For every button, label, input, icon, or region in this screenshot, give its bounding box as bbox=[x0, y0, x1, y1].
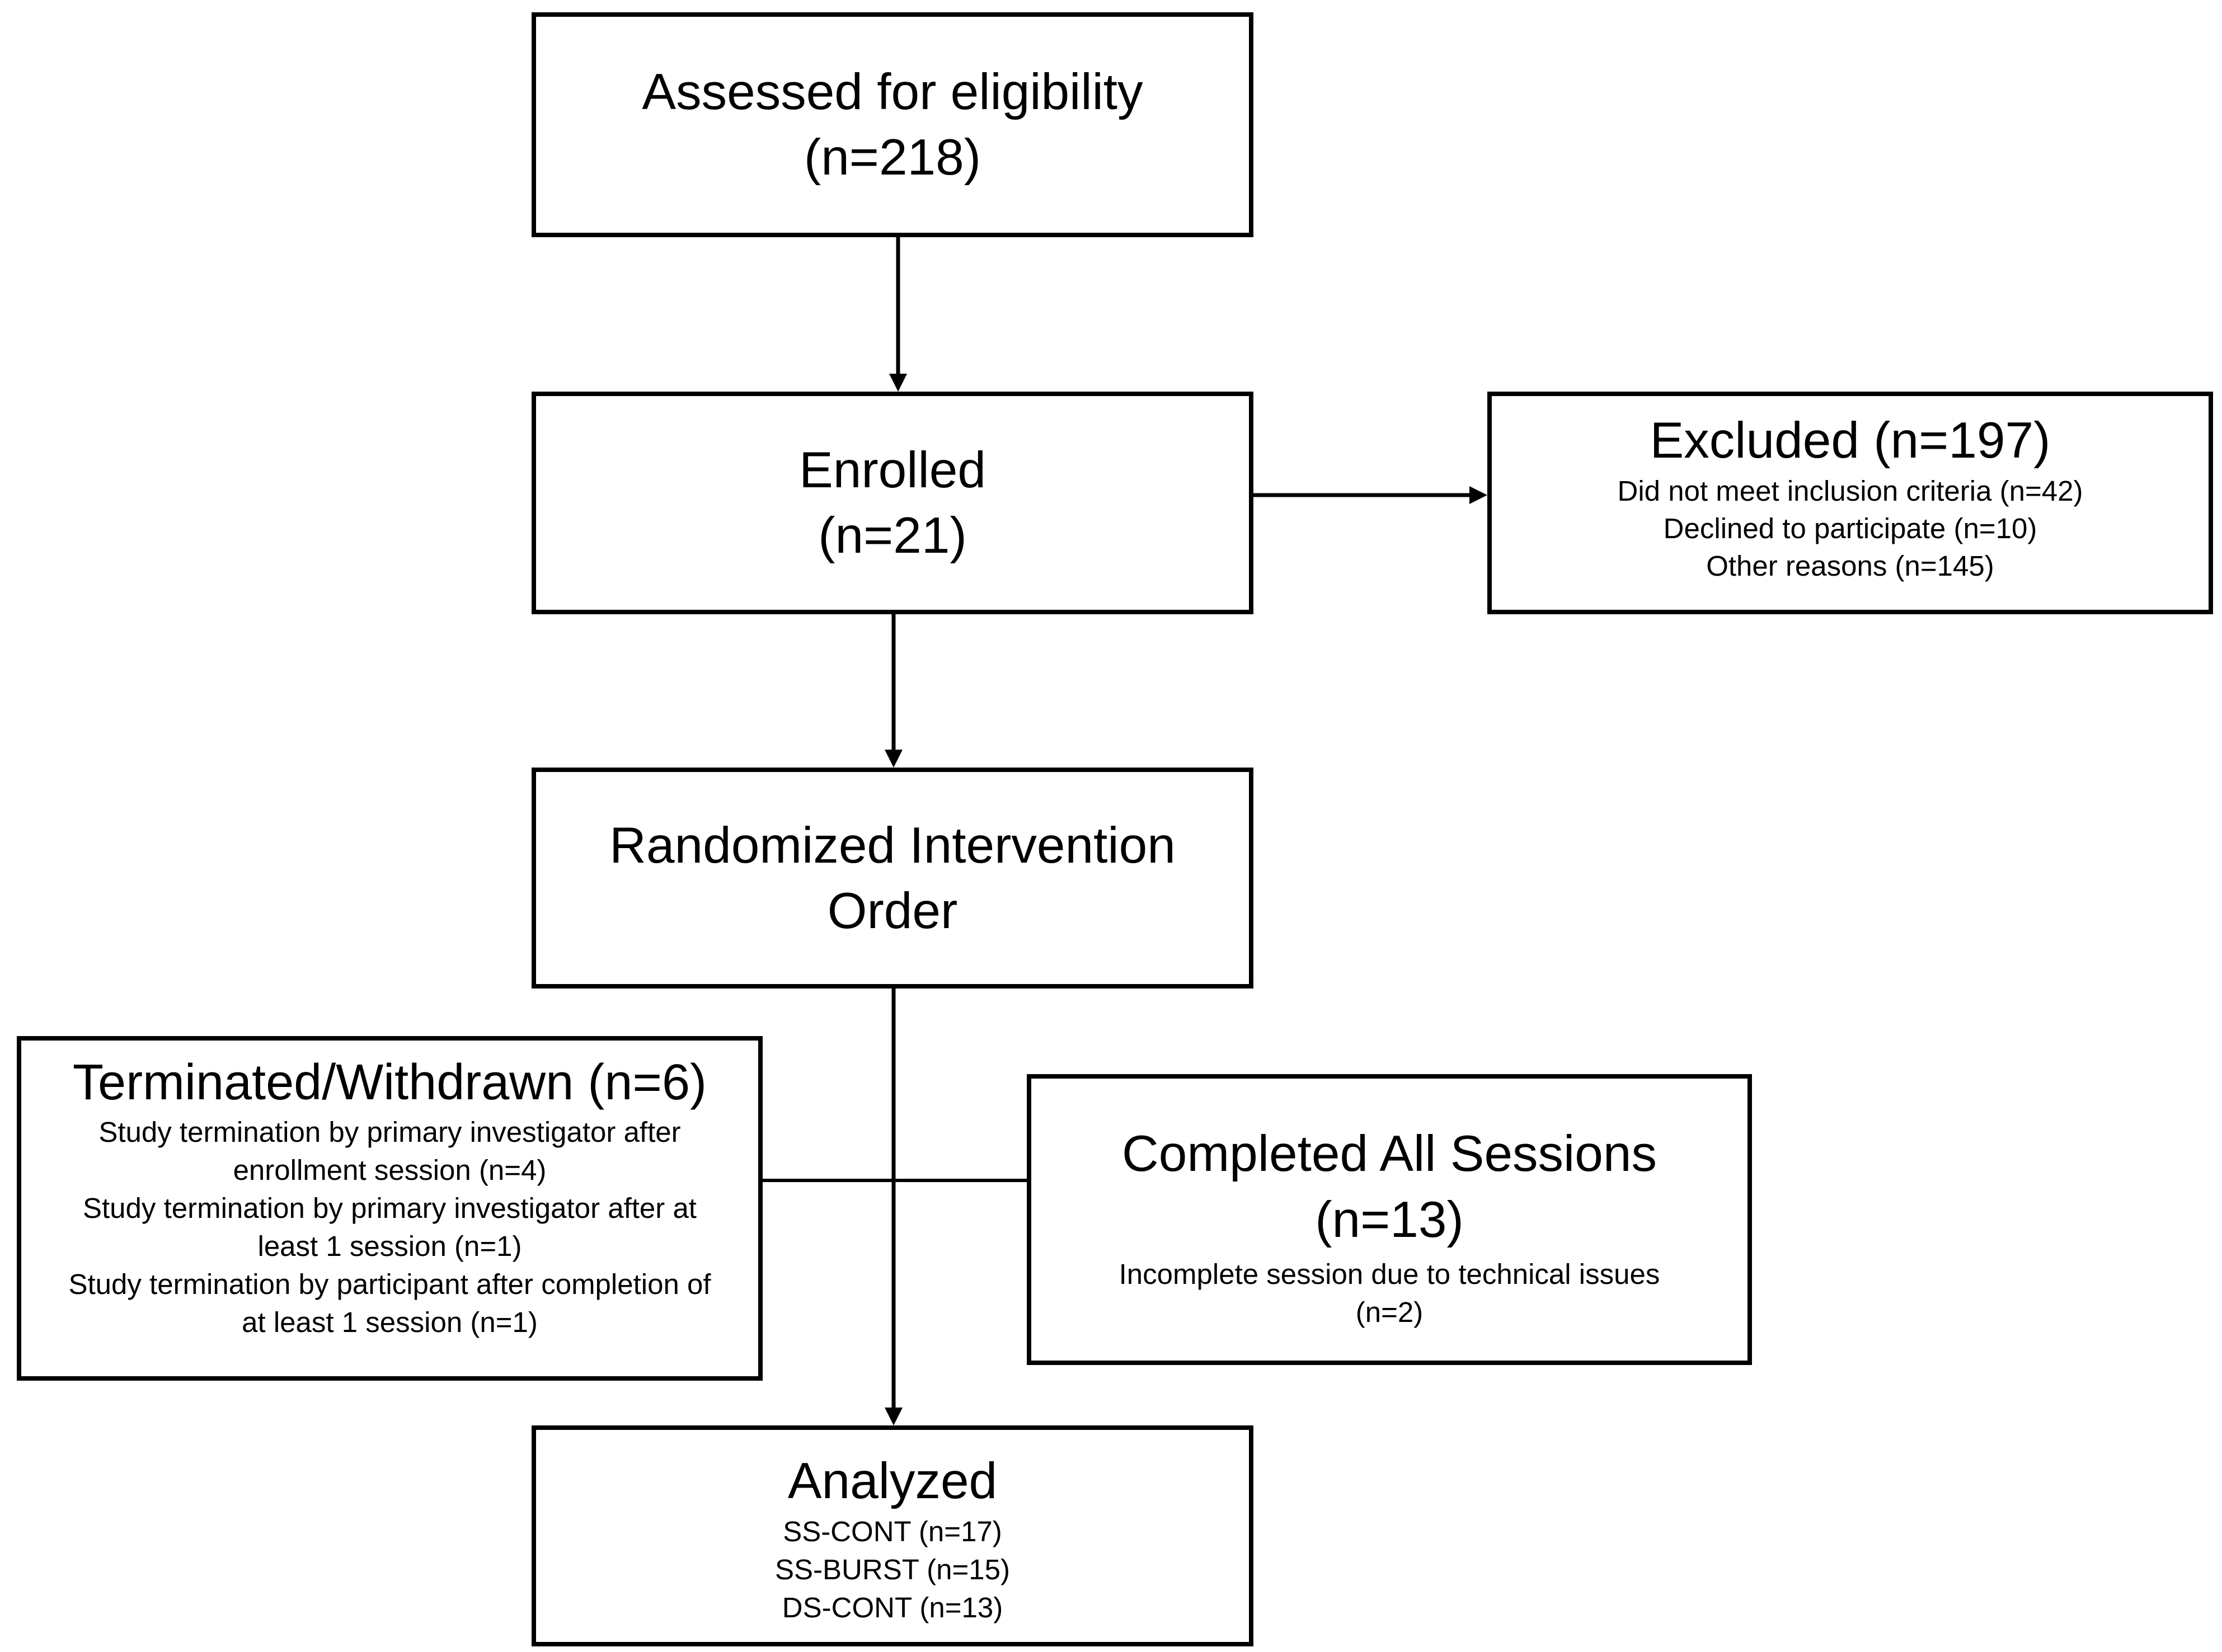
enrolled-title-line-2: (n=21) bbox=[818, 507, 967, 564]
terminated-detail-line-3: Study termination by primary investigato… bbox=[83, 1192, 697, 1224]
arrowhead-excluded bbox=[1469, 486, 1487, 504]
analyzed-detail-ss-cont: SS-CONT (n=17) bbox=[783, 1515, 1002, 1547]
assessed-title: Assessed for eligibility (n=218) bbox=[642, 59, 1143, 190]
completed-details: Incomplete session due to technical issu… bbox=[1119, 1255, 1660, 1331]
excluded-details: Did not meet inclusion criteria (n=42) D… bbox=[1618, 472, 2083, 585]
enrolled-title-line-1: Enrolled bbox=[799, 442, 986, 498]
terminated-details: Study termination by primary investigato… bbox=[68, 1113, 711, 1342]
enrolled-box: Enrolled (n=21) bbox=[532, 392, 1253, 614]
analyzed-box: Analyzed SS-CONT (n=17) SS-BURST (n=15) … bbox=[532, 1425, 1253, 1646]
completed-title: Completed All Sessions (n=13) bbox=[1122, 1121, 1657, 1253]
arrowhead-analyzed bbox=[885, 1408, 903, 1425]
randomized-box: Randomized Intervention Order bbox=[532, 768, 1253, 989]
analyzed-detail-ds-cont: DS-CONT (n=13) bbox=[782, 1592, 1003, 1623]
assessed-box: Assessed for eligibility (n=218) bbox=[532, 12, 1253, 237]
terminated-box: Terminated/Withdrawn (n=6) Study termina… bbox=[17, 1036, 763, 1381]
enrolled-title: Enrolled (n=21) bbox=[799, 437, 986, 568]
analyzed-detail-ss-burst: SS-BURST (n=15) bbox=[775, 1554, 1010, 1585]
completed-title-line-1: Completed All Sessions bbox=[1122, 1126, 1657, 1182]
assessed-title-line-2: (n=218) bbox=[804, 129, 981, 186]
excluded-detail-other: Other reasons (n=145) bbox=[1706, 550, 1994, 582]
excluded-title: Excluded (n=197) bbox=[1650, 412, 2051, 469]
randomized-title: Randomized Intervention Order bbox=[609, 813, 1176, 944]
completed-detail-line-1: Incomplete session due to technical issu… bbox=[1119, 1258, 1660, 1290]
assessed-title-line-1: Assessed for eligibility bbox=[642, 64, 1143, 120]
analyzed-details: SS-CONT (n=17) SS-BURST (n=15) DS-CONT (… bbox=[775, 1513, 1010, 1627]
arrowhead-randomized bbox=[885, 750, 903, 768]
terminated-detail-line-5: Study termination by participant after c… bbox=[68, 1268, 711, 1300]
completed-title-line-2: (n=13) bbox=[1315, 1192, 1464, 1248]
analyzed-title: Analyzed bbox=[787, 1453, 998, 1509]
terminated-detail-line-6: at least 1 session (n=1) bbox=[242, 1306, 538, 1338]
randomized-title-line-2: Order bbox=[827, 882, 958, 939]
terminated-title: Terminated/Withdrawn (n=6) bbox=[73, 1055, 707, 1110]
excluded-box: Excluded (n=197) Did not meet inclusion … bbox=[1487, 392, 2213, 614]
arrowhead-enrolled bbox=[889, 374, 907, 392]
excluded-detail-inclusion: Did not meet inclusion criteria (n=42) bbox=[1617, 475, 2083, 507]
terminated-detail-line-1: Study termination by primary investigato… bbox=[98, 1116, 681, 1148]
terminated-detail-line-4: least 1 session (n=1) bbox=[257, 1230, 522, 1262]
excluded-detail-declined: Declined to participate (n=10) bbox=[1663, 512, 2037, 544]
completed-box: Completed All Sessions (n=13) Incomplete… bbox=[1027, 1074, 1752, 1365]
completed-detail-line-2: (n=2) bbox=[1355, 1296, 1424, 1328]
randomized-title-line-1: Randomized Intervention bbox=[609, 817, 1176, 874]
terminated-detail-line-2: enrollment session (n=4) bbox=[233, 1154, 547, 1186]
